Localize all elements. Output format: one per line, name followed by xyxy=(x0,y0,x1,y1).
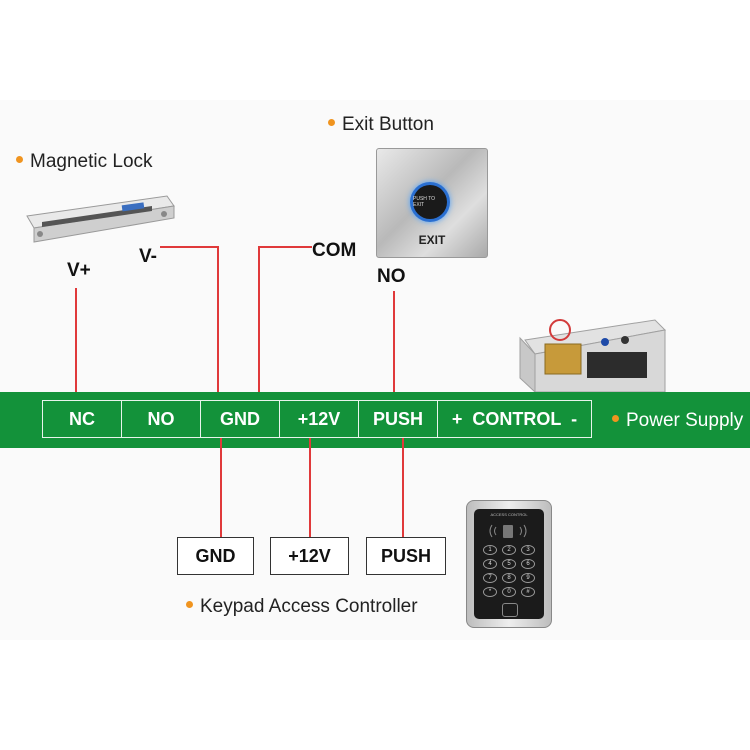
bullet-icon xyxy=(612,415,619,423)
exit-push-button[interactable]: PUSH TO EXIT xyxy=(413,185,447,219)
com-label: COM xyxy=(312,240,357,261)
keypad-caption: Keypad Access Controller xyxy=(186,596,418,618)
keypad-label: Keypad Access Controller xyxy=(200,596,418,617)
keypad-key-6[interactable]: 6 xyxy=(521,559,535,569)
wire-12v-keypad xyxy=(309,438,311,537)
bullet-icon xyxy=(186,601,193,609)
keypad-key-9[interactable]: 9 xyxy=(521,573,535,583)
exit-text: EXIT xyxy=(418,233,446,247)
exit-button-plate: PUSH TO EXIT EXIT xyxy=(376,148,488,258)
keypad-key-5[interactable]: 5 xyxy=(502,559,516,569)
keypad-key-2[interactable]: 2 xyxy=(502,545,516,555)
power-supply-label: Power Supply xyxy=(626,410,744,431)
wire-com-horizontal xyxy=(258,246,312,248)
doorbell-icon[interactable] xyxy=(502,603,518,617)
power-supply-image xyxy=(519,319,667,394)
power-supply-caption: Power Supply xyxy=(612,410,743,432)
wire-gnd-keypad xyxy=(220,438,222,537)
wire-push-keypad xyxy=(402,438,404,537)
exit-button-label: Exit Button xyxy=(342,114,434,135)
keypad-key-star[interactable]: * xyxy=(483,587,497,597)
terminal-band xyxy=(0,392,750,448)
wire-com-gnd xyxy=(258,246,260,400)
keypad-grid: 1 2 3 4 5 6 7 8 9 * 0 # xyxy=(483,545,537,597)
keypad-key-7[interactable]: 7 xyxy=(483,573,497,583)
wire-vplus-nc xyxy=(75,288,77,400)
terminal-control: + CONTROL - xyxy=(437,400,592,438)
keypad-key-8[interactable]: 8 xyxy=(502,573,516,583)
terminal-nc: NC xyxy=(42,400,122,438)
magnetic-lock-image xyxy=(26,195,175,243)
wire-no-push xyxy=(393,291,395,400)
terminal-no: NO xyxy=(121,400,201,438)
terminal-push: PUSH xyxy=(358,400,438,438)
keypad-device: ACCESS CONTROL 1 2 3 4 5 6 7 8 9 * 0 # xyxy=(466,500,552,628)
magnetic-lock-label: Magnetic Lock xyxy=(30,151,153,172)
keypad-key-3[interactable]: 3 xyxy=(521,545,535,555)
keypad-terminal-push: PUSH xyxy=(366,537,446,575)
exit-button-caption: Exit Button xyxy=(328,114,434,136)
card-reader-icon xyxy=(486,521,530,541)
keypad-terminal-gnd: GND xyxy=(177,537,254,575)
keypad-key-4[interactable]: 4 xyxy=(483,559,497,569)
bullet-icon xyxy=(16,156,23,164)
exit-button-ring: PUSH TO EXIT xyxy=(410,182,450,222)
keypad-key-1[interactable]: 1 xyxy=(483,545,497,555)
no-label: NO xyxy=(377,266,406,287)
keypad-brand: ACCESS CONTROL xyxy=(490,512,528,517)
magnetic-lock-caption: Magnetic Lock xyxy=(16,151,153,173)
keypad-key-hash[interactable]: # xyxy=(521,587,535,597)
wire-vminus-horizontal xyxy=(160,246,218,248)
v-minus-label: V- xyxy=(139,246,157,267)
wire-vminus-gnd xyxy=(217,246,219,400)
bullet-icon xyxy=(328,119,335,127)
keypad-terminal-12v: +12V xyxy=(270,537,349,575)
v-plus-label: V+ xyxy=(67,260,91,281)
keypad-face: ACCESS CONTROL 1 2 3 4 5 6 7 8 9 * 0 # xyxy=(474,509,544,619)
keypad-key-0[interactable]: 0 xyxy=(502,587,516,597)
terminal-12v: +12V xyxy=(279,400,359,438)
terminal-gnd: GND xyxy=(200,400,280,438)
